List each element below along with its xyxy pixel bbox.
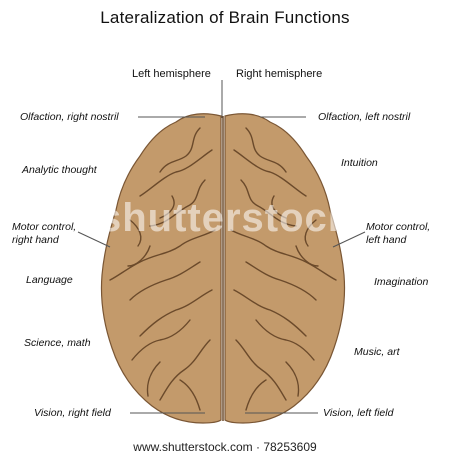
- label-vision-right-field: Vision, right field: [34, 407, 111, 419]
- label-music-art: Music, art: [354, 346, 400, 358]
- left-hemisphere-label: Left hemisphere: [132, 68, 211, 80]
- label-language: Language: [26, 274, 73, 286]
- label-analytic-thought: Analytic thought: [22, 164, 97, 176]
- label-motor-control-right-hand: Motor control, right hand: [12, 221, 77, 246]
- right-hemisphere-label: Right hemisphere: [236, 68, 323, 80]
- watermark: shutterstock: [98, 196, 352, 240]
- label-motor-control-left-hand: Motor control, left hand: [366, 221, 431, 246]
- left-hemisphere-shape: [100, 113, 222, 424]
- leader-lines: [77, 116, 366, 414]
- label-intuition: Intuition: [341, 157, 378, 169]
- right-sulci: [230, 127, 337, 411]
- footer-credit: www.shutterstock.com · 78253609: [133, 440, 317, 454]
- left-sulci: [109, 127, 216, 411]
- label-imagination: Imagination: [374, 276, 429, 288]
- label-olfaction-left-nostril: Olfaction, left nostril: [318, 111, 411, 123]
- label-science-math: Science, math: [24, 337, 91, 349]
- right-hemisphere-shape: [224, 113, 346, 424]
- diagram-title: Lateralization of Brain Functions: [100, 8, 350, 27]
- label-vision-left-field: Vision, left field: [323, 407, 394, 419]
- label-olfaction-right-nostril: Olfaction, right nostril: [20, 111, 119, 123]
